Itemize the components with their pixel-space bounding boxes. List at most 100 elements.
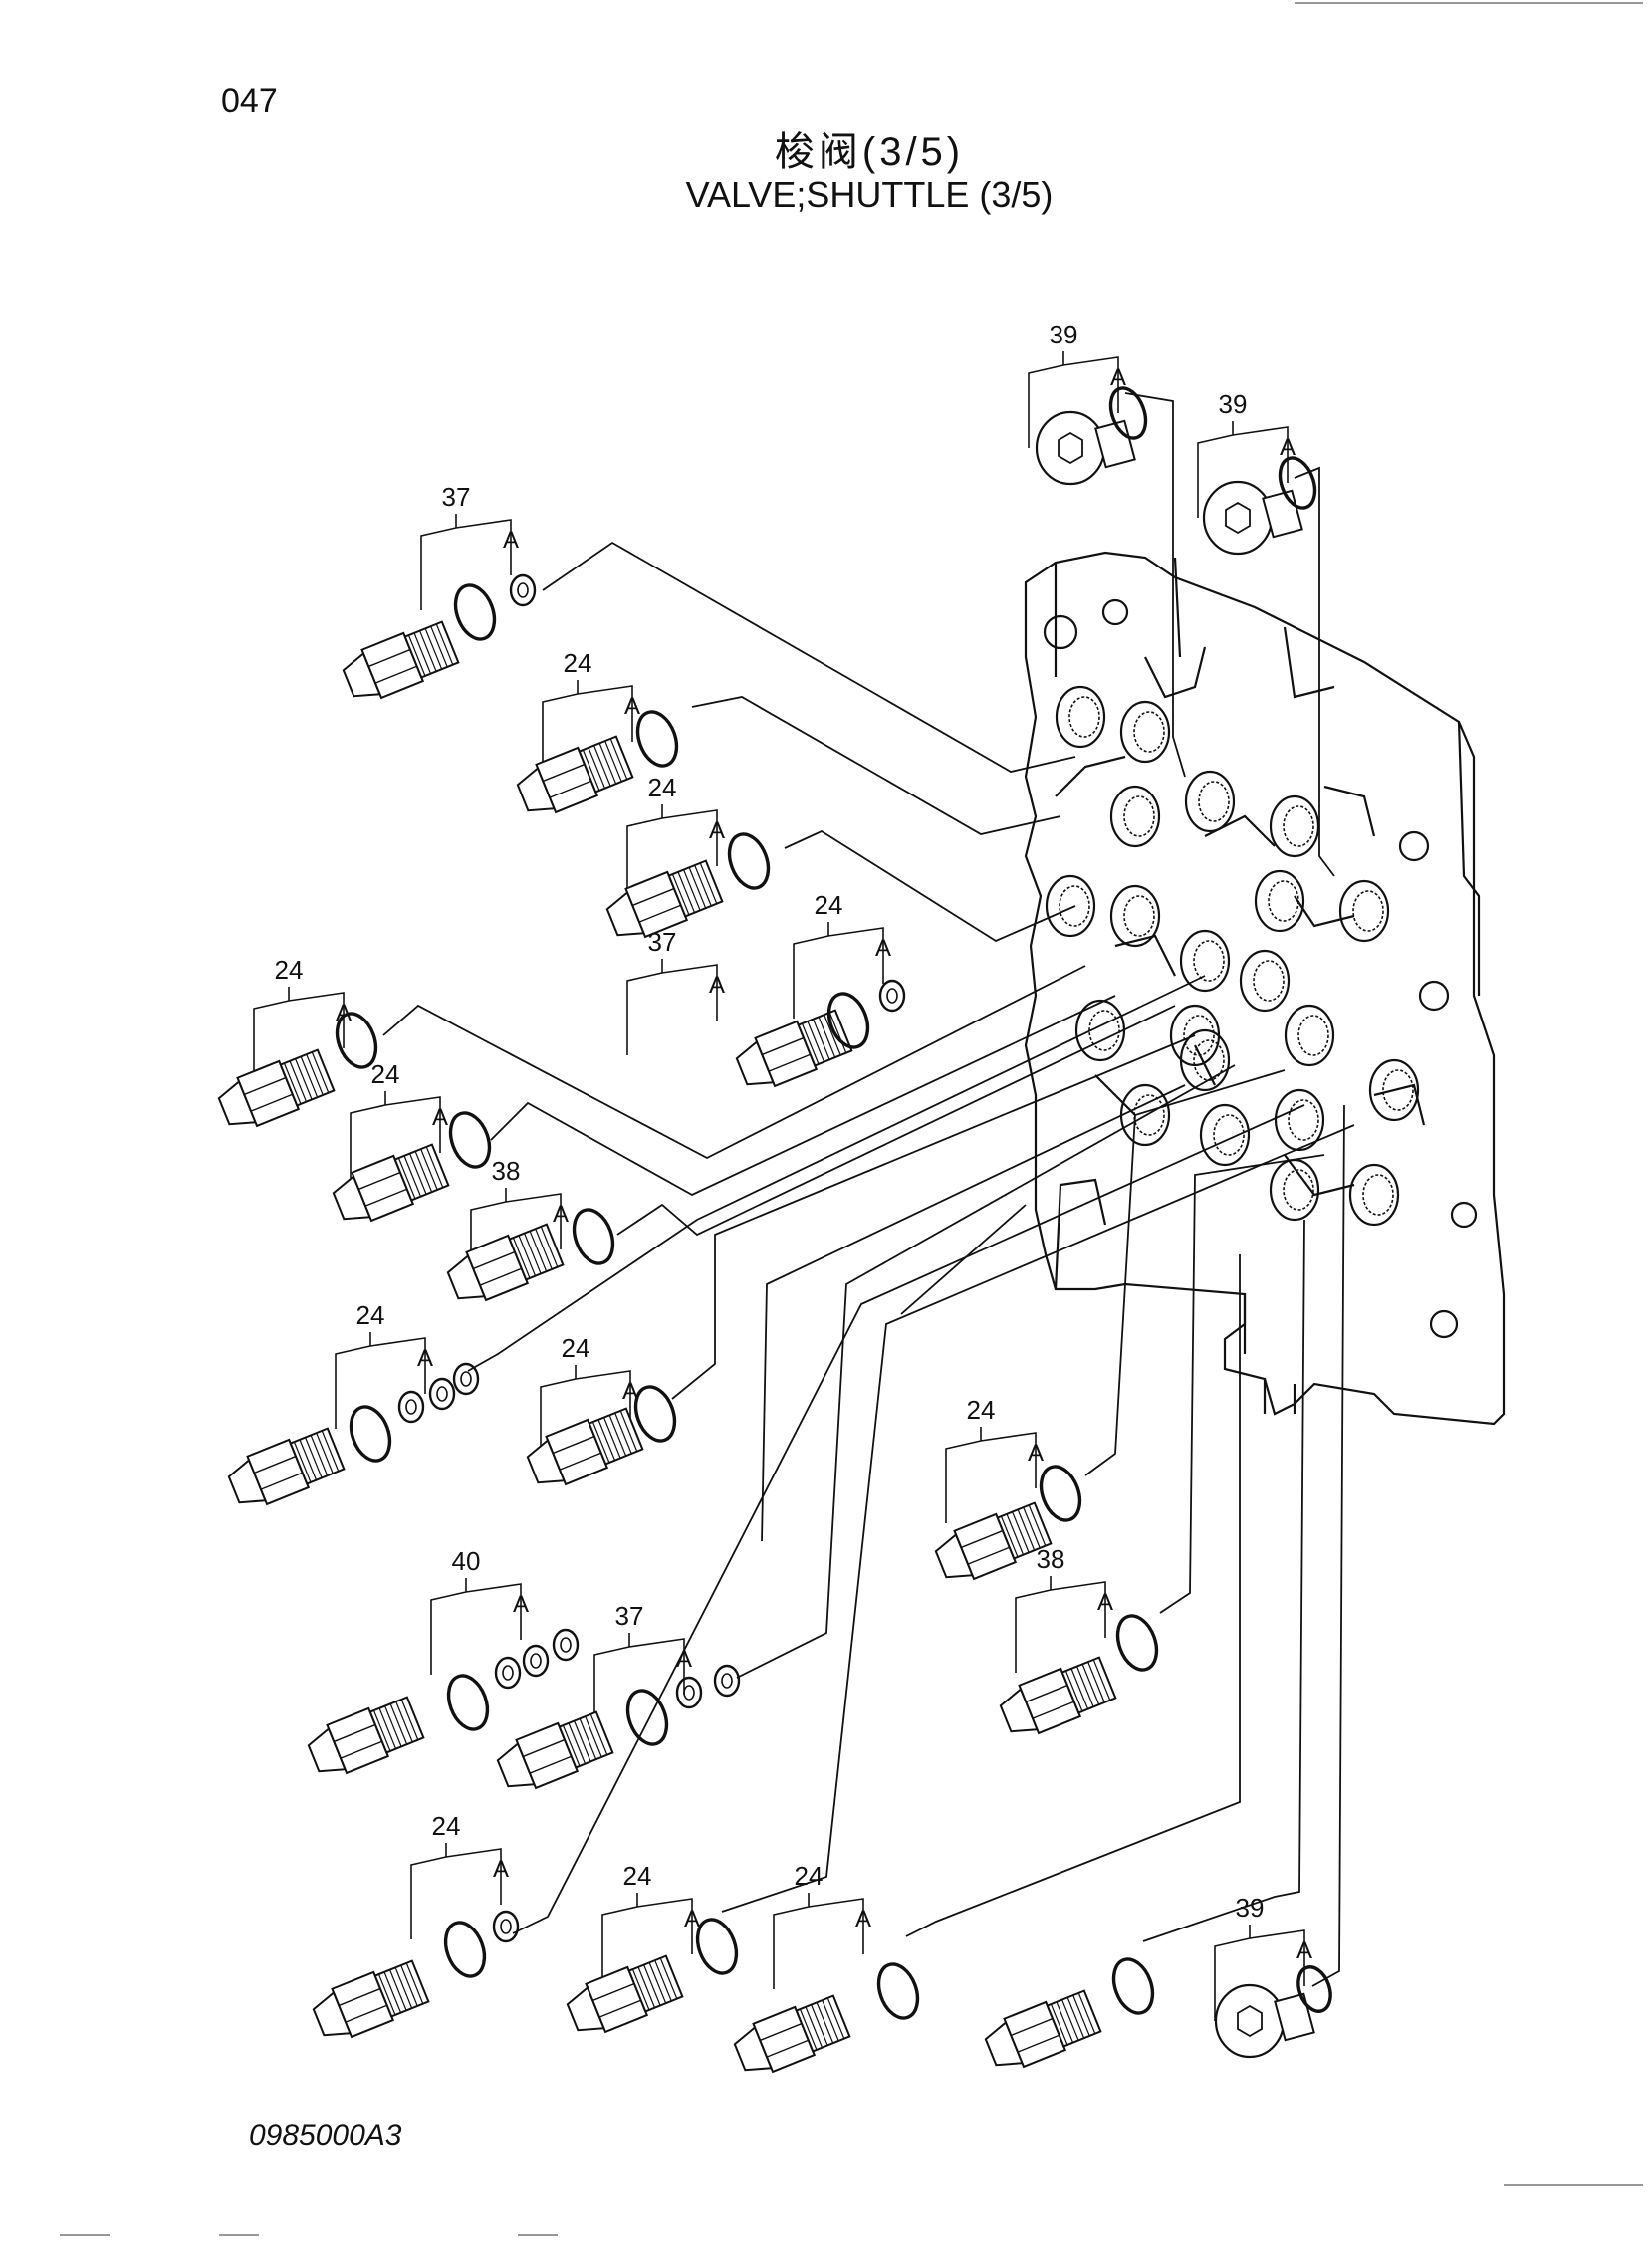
valve-port — [1284, 1004, 1335, 1067]
valve-body — [1024, 551, 1506, 1426]
routing-lines — [382, 392, 1355, 1987]
o-ring — [1296, 1965, 1332, 2013]
callout: 39A — [1028, 320, 1126, 448]
o-ring — [1108, 386, 1148, 440]
hex-fitting — [307, 1696, 425, 1775]
o-ring — [1111, 1957, 1155, 2015]
callout-part-number: 24 — [356, 1300, 385, 1330]
callout: 24A — [542, 648, 640, 777]
callout: 39A — [1214, 1893, 1312, 2021]
o-ring — [826, 992, 870, 1049]
washer — [428, 1377, 456, 1411]
hex-fitting — [496, 1710, 614, 1790]
valve-port — [1179, 929, 1231, 993]
washer — [509, 573, 537, 607]
hex-fitting — [516, 735, 634, 814]
drawing-code: 0985000A3 — [249, 2119, 402, 2152]
callout: 24A — [626, 773, 725, 901]
hex-fitting — [735, 1009, 853, 1088]
callout-part-number: 24 — [967, 1395, 996, 1425]
callout: 24A — [773, 1861, 871, 1989]
hex-fitting — [999, 1656, 1117, 1735]
o-ring — [635, 710, 679, 768]
o-ring — [446, 1674, 490, 1731]
hex-fitting — [332, 1143, 450, 1223]
callout-part-number: 24 — [815, 890, 843, 920]
o-ring — [572, 1208, 615, 1265]
callout: 37A — [593, 1601, 692, 1729]
callout: 24A — [335, 1300, 433, 1429]
callout-part-number: 40 — [452, 1546, 481, 1576]
hex-fitting — [217, 1048, 336, 1128]
hex-fitting — [733, 1994, 851, 2074]
valve-port — [1045, 874, 1096, 938]
callout-part-number: 24 — [795, 1861, 824, 1891]
valve-port — [1274, 1088, 1325, 1152]
o-ring — [876, 1962, 920, 2020]
o-ring — [335, 1012, 378, 1069]
o-ring — [625, 1689, 669, 1746]
o-ring — [349, 1405, 392, 1463]
hex-socket-plug — [1214, 1983, 1315, 2059]
washer — [552, 1628, 580, 1662]
hex-fitting — [605, 859, 724, 939]
page-number: 047 — [221, 82, 278, 119]
callout-part-number: 39 — [1236, 1893, 1265, 1923]
o-ring — [727, 832, 771, 890]
washer — [397, 1390, 425, 1424]
scan-artifacts — [60, 2, 1643, 2236]
valve-port — [1338, 879, 1390, 943]
callout: 37A — [626, 927, 725, 1055]
valve-port — [1269, 794, 1320, 858]
washer — [878, 979, 906, 1013]
title-english: VALVE;SHUTTLE (3/5) — [685, 174, 1054, 215]
valve-port — [1109, 884, 1161, 948]
valve-port — [1184, 770, 1236, 833]
callout-part-number: 24 — [275, 955, 304, 985]
callout: 24A — [601, 1861, 700, 1989]
callout: 38A — [1015, 1544, 1113, 1673]
callout-part-number: 24 — [432, 1811, 461, 1841]
hex-fitting — [312, 1959, 430, 2039]
hex-fitting — [566, 1954, 684, 2034]
callout: 37A — [420, 482, 519, 610]
o-ring — [633, 1385, 677, 1443]
callout: 24A — [540, 1333, 638, 1462]
hex-fitting — [526, 1407, 644, 1486]
washer — [675, 1676, 703, 1709]
title-chinese: 梭阀(3/5) — [774, 130, 965, 174]
o-ring — [1115, 1614, 1159, 1672]
hex-fitting — [227, 1427, 346, 1506]
hex-fitting — [446, 1223, 565, 1302]
callout-part-number: 37 — [615, 1601, 644, 1631]
callout-part-number: 38 — [1037, 1544, 1065, 1574]
callout: 38A — [470, 1156, 569, 1284]
valve-port — [1109, 785, 1161, 848]
parts — [217, 386, 1332, 2074]
valve-ports — [1045, 685, 1420, 1227]
valve-port — [1254, 869, 1305, 933]
valve-port — [1119, 700, 1171, 764]
o-ring — [695, 1918, 739, 1975]
o-ring — [453, 583, 497, 641]
washer — [713, 1664, 741, 1698]
callout-part-number: 24 — [564, 648, 592, 678]
valve-port — [1199, 1103, 1251, 1167]
callout-part-number: 39 — [1219, 389, 1248, 419]
o-ring — [448, 1111, 492, 1169]
callout: 24A — [350, 1059, 448, 1188]
o-ring — [1278, 456, 1317, 510]
callout-part-number: 24 — [623, 1861, 652, 1891]
callout: 24A — [253, 955, 352, 1083]
o-ring — [1039, 1465, 1082, 1522]
valve-port — [1348, 1163, 1400, 1227]
callout-part-number: 38 — [492, 1156, 521, 1186]
callout: 24A — [945, 1395, 1044, 1523]
callout: 24A — [793, 890, 891, 1019]
washer — [494, 1656, 522, 1690]
hex-socket-plug — [1202, 480, 1303, 556]
callout: 39A — [1197, 389, 1296, 518]
washer — [452, 1362, 480, 1396]
callout-part-number: 37 — [442, 482, 471, 512]
